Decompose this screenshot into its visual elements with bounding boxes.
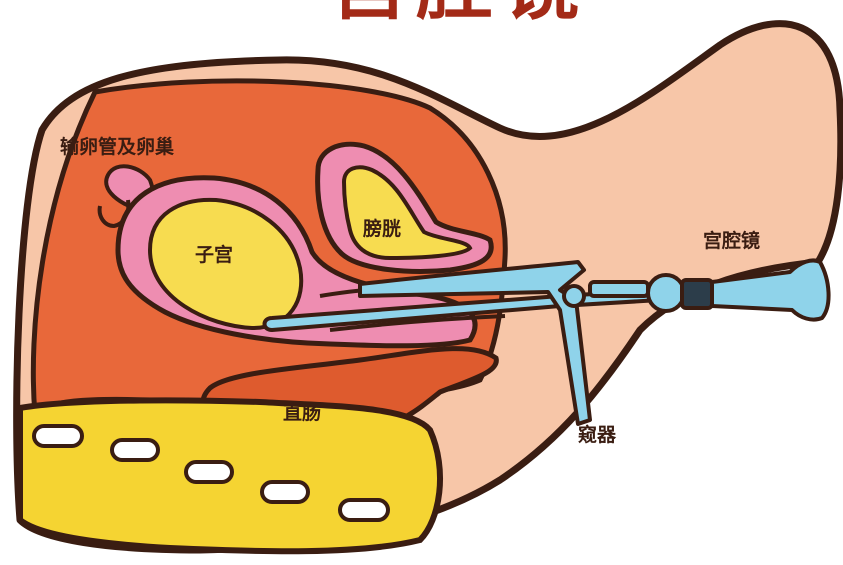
vertebra-2 bbox=[112, 440, 158, 460]
speculum-handle bbox=[590, 282, 648, 296]
vertebra-5 bbox=[340, 500, 388, 520]
label-uterus: 子宫 bbox=[195, 246, 233, 265]
vertebra-1 bbox=[34, 426, 82, 446]
hysteroscope-knob bbox=[648, 275, 684, 311]
label-hysteroscope: 宫腔镜 bbox=[703, 232, 760, 251]
speculum-joint bbox=[564, 286, 584, 306]
label-fallopian-tubes-ovaries: 输卵管及卵巢 bbox=[60, 138, 174, 157]
label-speculum: 窥器 bbox=[578, 426, 616, 445]
vertebra-4 bbox=[262, 482, 308, 502]
hysteroscope-collar bbox=[682, 280, 712, 308]
label-bladder: 膀胱 bbox=[363, 220, 401, 239]
label-rectum: 直肠 bbox=[283, 404, 321, 423]
vertebra-3 bbox=[186, 462, 232, 482]
